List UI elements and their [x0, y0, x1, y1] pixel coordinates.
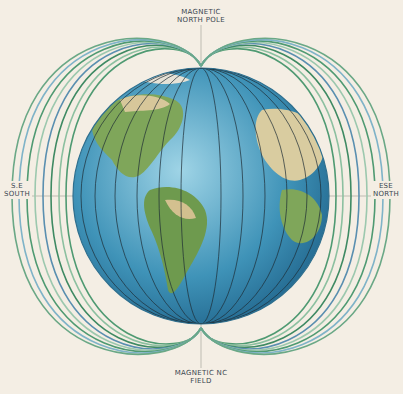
pole-label: ESE NORTH — [371, 181, 401, 199]
pole-label: MAGNETIC NC FIELD — [172, 368, 230, 386]
pole-label: S.E SOUTH — [2, 181, 32, 199]
pole-label: MAGNETIC NORTH POLE — [169, 7, 233, 25]
